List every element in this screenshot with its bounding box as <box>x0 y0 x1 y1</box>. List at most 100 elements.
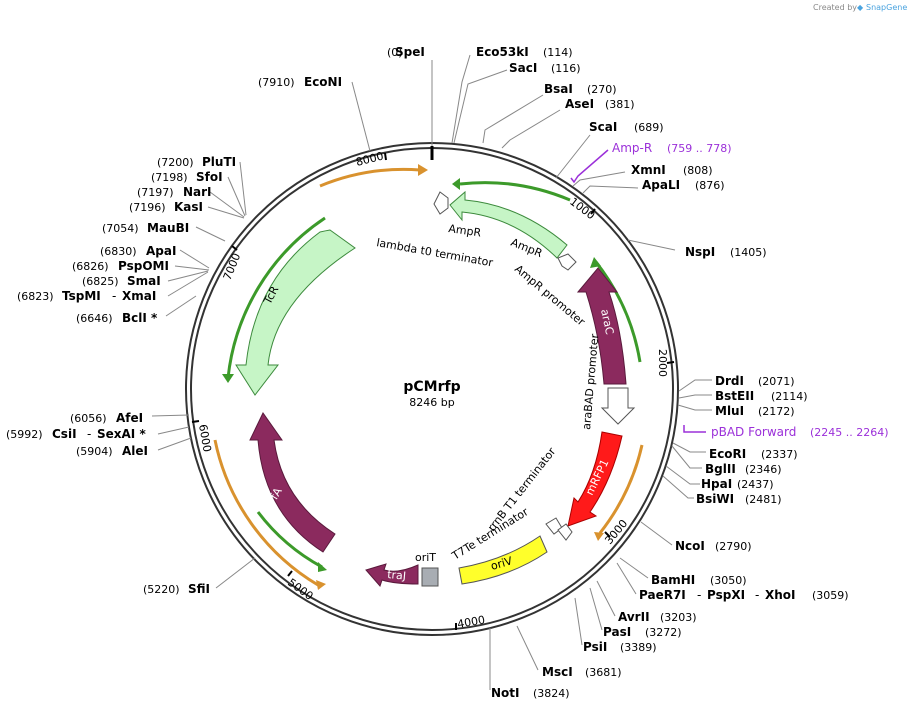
site-drdi-pos: (2071) <box>758 375 795 388</box>
primer-pbad-name: pBAD Forward <box>711 425 796 439</box>
primer-pbad-marker <box>683 425 706 433</box>
orf-arrow-mrfp <box>594 532 604 541</box>
leader-saci <box>453 69 508 144</box>
site-bamhi[interactable]: BamHI (3050) <box>651 573 747 587</box>
site-pasi-pos: (3272) <box>645 626 682 639</box>
site-smai[interactable]: (6825) SmaI <box>82 274 161 288</box>
site-pspomi-pos: (6826) <box>72 260 109 273</box>
site-econi-name: EcoNI <box>304 75 342 89</box>
site-ecori[interactable]: EcoRI (2337) <box>709 447 798 461</box>
site-ncoi[interactable]: NcoI (2790) <box>675 539 752 553</box>
site-sfii[interactable]: (5220) SfiI <box>143 582 210 596</box>
site-msci-name: MscI <box>542 665 573 679</box>
site-csii-group[interactable]: (5992) CsiI - SexAI * <box>6 427 146 441</box>
site-maubi-pos: (7054) <box>102 222 139 235</box>
site-spei[interactable]: (0) SpeI <box>387 45 425 59</box>
feature-traj[interactable] <box>365 563 419 587</box>
site-spei-name: SpeI <box>395 45 425 59</box>
orf-arrow-trfa-inner <box>318 562 327 572</box>
leader-drdi <box>678 379 712 392</box>
site-saci[interactable]: SacI (116) <box>509 61 581 75</box>
leader-mlui <box>677 404 712 411</box>
site-bsai[interactable]: BsaI (270) <box>544 82 617 96</box>
feature-arabad-promoter[interactable] <box>600 387 636 425</box>
site-pasi[interactable]: PasI (3272) <box>603 625 682 639</box>
orf-arrow-trfa-outer <box>316 580 326 590</box>
feature-t7te-terminator[interactable] <box>557 523 573 541</box>
primer-ampr[interactable]: Amp-R (759 .. 778) <box>612 141 732 155</box>
site-drdi[interactable]: DrdI (2071) <box>715 374 795 388</box>
feature-ampr-promoter[interactable] <box>557 253 577 271</box>
site-bglii[interactable]: BglII (2346) <box>705 462 782 476</box>
site-kasi-name: KasI <box>174 200 203 214</box>
orf-arc-mrfp <box>598 444 644 534</box>
tick-label-6000: 6000 <box>196 423 214 453</box>
primer-pbad[interactable]: pBAD Forward (2245 .. 2264) <box>711 425 889 439</box>
site-econi[interactable]: (7910) EcoNI <box>258 75 342 89</box>
site-sfoi[interactable]: (7198) SfoI <box>151 170 223 184</box>
feature-orit[interactable] <box>421 567 439 587</box>
site-bsai-name: BsaI <box>544 82 573 96</box>
feature-traj-label: traJ <box>387 568 407 583</box>
site-nari-name: NarI <box>183 185 212 199</box>
leader-econi <box>351 81 371 152</box>
site-kasi[interactable]: (7196) KasI <box>129 200 203 214</box>
site-tspmi-group[interactable]: (6823) TspMI - XmaI <box>17 289 156 303</box>
site-nari[interactable]: (7197) NarI <box>137 185 212 199</box>
feature-lambda-t0-terminator[interactable] <box>433 191 449 215</box>
site-pspomi-name: PspOMI <box>118 259 169 273</box>
site-paer7i-group[interactable]: PaeR7I - PspXI - XhoI (3059) <box>639 588 849 602</box>
site-apai[interactable]: (6830) ApaI <box>100 244 176 258</box>
site-xmni[interactable]: XmnI (808) <box>631 163 713 177</box>
site-asei-pos: (381) <box>605 98 635 111</box>
leader-bsiwi <box>662 475 694 499</box>
site-psii[interactable]: PsiI (3389) <box>583 640 657 654</box>
site-paer7i-sep1: - <box>697 588 701 602</box>
leader-afei <box>151 414 190 417</box>
site-afei[interactable]: (6056) AfeI <box>70 411 143 425</box>
site-sfoi-name: SfoI <box>196 170 223 184</box>
feature-ampr[interactable] <box>449 190 568 259</box>
leader-apai <box>179 249 210 269</box>
site-smai-pos: (6825) <box>82 275 119 288</box>
site-msci[interactable]: MscI (3681) <box>542 665 622 679</box>
tick-7000 <box>231 245 238 251</box>
site-afei-pos: (6056) <box>70 412 107 425</box>
site-ncoi-name: NcoI <box>675 539 705 553</box>
tick-2000 <box>666 361 675 364</box>
site-bsiwi[interactable]: BsiWI (2481) <box>696 492 782 506</box>
site-bsteii[interactable]: BstEII (2114) <box>715 389 808 403</box>
feature-arac[interactable] <box>576 267 627 385</box>
site-nspi-name: NspI <box>685 245 715 259</box>
site-pspomi[interactable]: (6826) PspOMI <box>72 259 169 273</box>
orf-arc-8000 <box>319 167 421 188</box>
site-hpai[interactable]: HpaI (2437) <box>701 477 774 491</box>
site-xmni-pos: (808) <box>683 164 713 177</box>
site-scai[interactable]: ScaI (689) <box>589 120 664 134</box>
site-pasi-name: PasI <box>603 625 631 639</box>
site-eco53ki[interactable]: Eco53kI (114) <box>476 45 573 59</box>
leader-eco53ki <box>451 54 471 144</box>
site-maubi-name: MauBI <box>147 221 189 235</box>
site-alei[interactable]: (5904) AleI <box>76 444 148 458</box>
credit: Created by ◆ SnapGene <box>813 3 907 12</box>
site-bcli[interactable]: (6646) BclI * <box>76 311 158 325</box>
feature-trfa[interactable] <box>249 412 336 553</box>
feature-oriv[interactable] <box>458 535 548 585</box>
site-maubi[interactable]: (7054) MauBI <box>102 221 189 235</box>
site-apali[interactable]: ApaLI (876) <box>642 178 725 192</box>
site-mlui-pos: (2172) <box>758 405 795 418</box>
feature-tcr[interactable] <box>235 229 356 396</box>
restriction-sites: (0) SpeI Eco53kI (114) SacI (116) BsaI (… <box>6 45 889 700</box>
site-pluti[interactable]: (7200) PluTI <box>157 155 236 169</box>
tick-label-8000: 8000 <box>355 150 385 169</box>
site-mlui[interactable]: MluI (2172) <box>715 404 795 418</box>
site-asei[interactable]: AseI (381) <box>565 97 635 111</box>
feature-mrfp1[interactable] <box>567 431 623 527</box>
site-nspi[interactable]: NspI (1405) <box>685 245 767 259</box>
orf-arc-trfa-inner <box>256 511 323 569</box>
site-noti[interactable]: NotI (3824) <box>491 686 570 700</box>
site-avrii[interactable]: AvrII (3203) <box>618 610 697 624</box>
leader-paer7i <box>616 562 637 595</box>
orf-arcs <box>213 164 644 590</box>
